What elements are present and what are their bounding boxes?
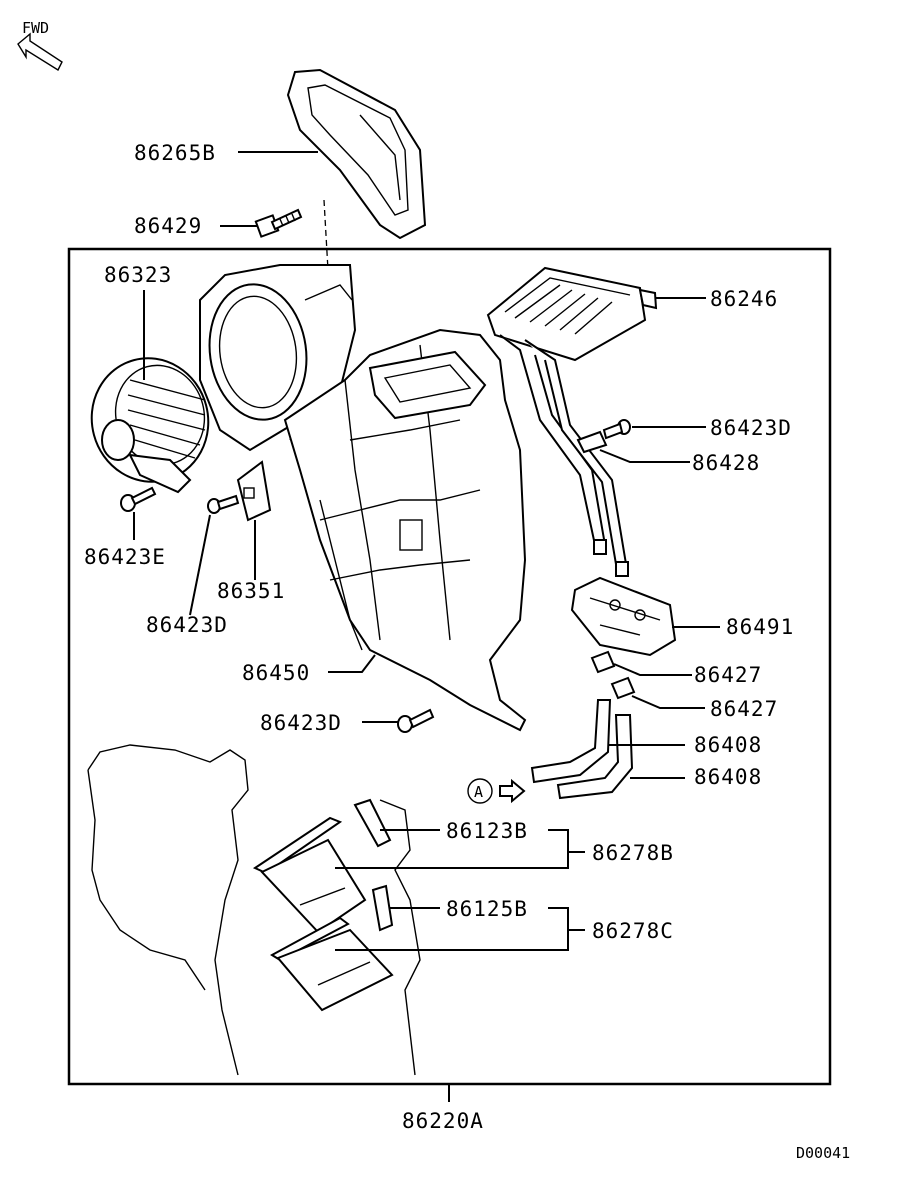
hose-86408-b (556, 714, 634, 800)
filter-86278c (270, 916, 394, 1012)
blower-motor-86323 (90, 357, 210, 494)
heater-case-86450 (283, 328, 527, 732)
callout-86246: 86246 (710, 287, 778, 311)
reference-code: D00041 (796, 1144, 850, 1162)
screw-86423d-lower (397, 708, 435, 733)
fwd-label: FWD (22, 19, 49, 37)
callout-86423e: 86423E (84, 545, 166, 569)
fwd-arrow-icon (17, 32, 63, 72)
clip-86123b (353, 798, 392, 848)
callout-86423d-left: 86423D (146, 613, 228, 637)
hose-86408-a (530, 699, 612, 784)
callout-86123b: 86123B (446, 819, 528, 843)
bracket-86428 (576, 430, 608, 454)
screw-86423d-left (207, 494, 240, 514)
screw-86423d-upper (602, 419, 631, 440)
view-a-letter: A (474, 783, 483, 801)
callout-86125b: 86125B (446, 897, 528, 921)
callout-86428: 86428 (692, 451, 760, 475)
bracket-86351 (236, 460, 272, 522)
view-a-marker (467, 778, 526, 804)
bolt-86429 (254, 208, 303, 238)
assembly-label: 86220A (402, 1109, 484, 1133)
callout-86427-lower: 86427 (710, 697, 778, 721)
duct-86265b (286, 68, 427, 240)
bracket-86491 (570, 576, 677, 657)
vehicle-outline (87, 744, 421, 1076)
clamp-86427-upper (590, 650, 616, 674)
callout-86278b: 86278B (592, 841, 674, 865)
callout-86429: 86429 (134, 214, 202, 238)
leader-lines (133, 151, 720, 1102)
callout-86278c: 86278C (592, 919, 674, 943)
callout-86408-lower: 86408 (694, 765, 762, 789)
filter-86278b (252, 816, 367, 934)
heater-core-86246 (486, 266, 658, 577)
clamp-86427-lower (610, 676, 636, 700)
callout-86408-upper: 86408 (694, 733, 762, 757)
callout-86265b: 86265B (134, 141, 216, 165)
screw-86423e (120, 486, 157, 512)
callout-86351: 86351 (217, 579, 285, 603)
callout-86323: 86323 (104, 263, 172, 287)
clip-86125b (371, 884, 394, 932)
callout-86450: 86450 (242, 661, 310, 685)
callout-86423d-upper: 86423D (710, 416, 792, 440)
callout-86427-upper: 86427 (694, 663, 762, 687)
callout-86423d-lower: 86423D (260, 711, 342, 735)
callout-86491: 86491 (726, 615, 794, 639)
